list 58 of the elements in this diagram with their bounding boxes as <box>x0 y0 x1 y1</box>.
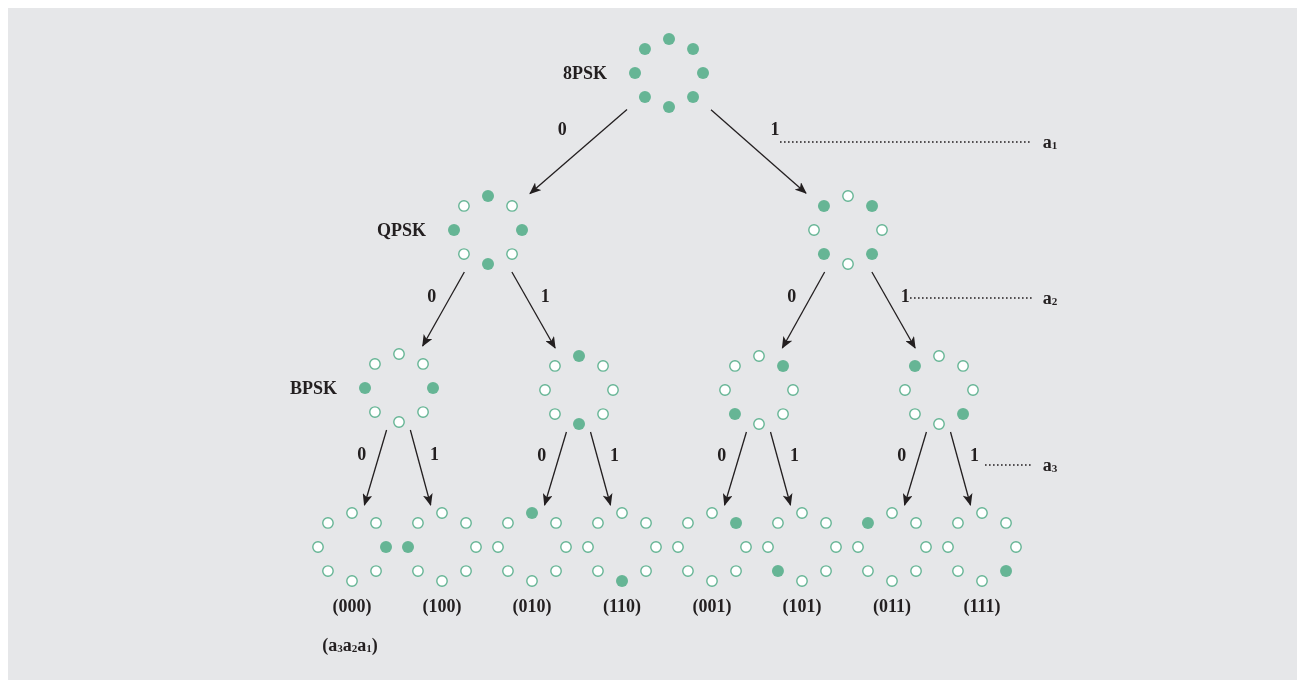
constellation-drawing <box>897 348 981 432</box>
edge-label: 1 <box>770 120 780 139</box>
constellation-drawing <box>310 505 394 589</box>
arrow <box>589 431 613 506</box>
constellation-drawing <box>400 505 484 589</box>
edge-label: 1 <box>540 287 550 306</box>
arrow <box>409 429 433 506</box>
arrow <box>722 431 748 506</box>
bit-level-label: a$_{3}$ <box>1042 455 1058 475</box>
arrow <box>949 431 973 506</box>
edge-label: 0 <box>427 286 437 305</box>
constellation-drawing <box>446 188 530 272</box>
bit-label: (111) <box>963 597 1001 615</box>
modulation-label: QPSK <box>377 221 426 239</box>
edge-label: 0 <box>357 445 367 463</box>
arrow <box>542 431 568 506</box>
bit-label: (101) <box>782 597 822 615</box>
edge-label: 1 <box>429 445 439 463</box>
edge-label: 0 <box>537 446 547 465</box>
arrow <box>781 271 826 349</box>
arrow <box>529 108 628 195</box>
bit-label: (110) <box>603 597 641 615</box>
arrow <box>769 431 793 506</box>
arrow <box>511 271 556 349</box>
arrow <box>422 271 465 347</box>
constellation-drawing <box>490 505 574 589</box>
constellation-drawing <box>580 505 664 589</box>
constellation-drawing <box>850 505 934 589</box>
bit-label: (011) <box>873 597 911 615</box>
modulation-label: BPSK <box>290 379 337 397</box>
bit-order-label: (a$_{3}$a$_{2}$a$_{1}$) <box>322 635 378 655</box>
bit-level-label: a$_{1}$ <box>1042 132 1058 152</box>
edge-label: 0 <box>717 446 727 465</box>
bit-label: (001) <box>692 597 732 615</box>
edge-label: 1 <box>610 446 619 465</box>
edge-label: 0 <box>787 287 797 306</box>
constellation-drawing <box>717 348 801 432</box>
constellation-drawing <box>760 505 844 589</box>
edge-label: 1 <box>790 446 799 465</box>
bit-label: (010) <box>512 597 552 615</box>
arrow <box>871 271 916 349</box>
edge-label: 0 <box>897 446 907 465</box>
constellation-drawing <box>806 188 890 272</box>
constellation-drawing <box>670 505 754 589</box>
bit-label: (100) <box>422 597 462 615</box>
bit-label: (000) <box>332 597 372 615</box>
constellation-drawing <box>627 31 711 115</box>
arrow <box>710 109 807 194</box>
edge-label: 1 <box>970 446 979 465</box>
arrow <box>902 431 928 506</box>
bit-level-label: a$_{2}$ <box>1042 288 1058 308</box>
constellation-drawing <box>357 346 441 430</box>
modulation-label: 8PSK <box>563 64 607 82</box>
edge-label: 1 <box>900 287 910 306</box>
arrow <box>362 429 388 506</box>
edge-label: 0 <box>557 120 567 139</box>
constellation-drawing <box>537 348 621 432</box>
constellation-drawing <box>940 505 1024 589</box>
